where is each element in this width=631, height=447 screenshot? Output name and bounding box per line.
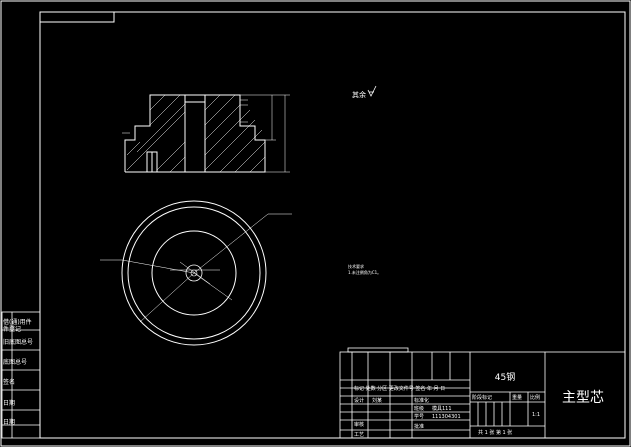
approve-label: 批准 (414, 423, 424, 430)
sheet-info: 共 1 张 第 1 张 (478, 429, 512, 436)
side-strip-label: 日期 (3, 400, 16, 407)
side-strip-label: 借(通)用件 (3, 319, 32, 326)
class-label: 班级 (414, 405, 424, 412)
designer-name: 刘某 (372, 397, 382, 404)
part-name-text: 主型芯 (562, 390, 604, 406)
side-strip-label: 旧底图总号 (3, 339, 34, 346)
class-value: 模具111 (432, 405, 452, 412)
student-id-label: 学号 (414, 413, 424, 420)
title-block (339, 347, 626, 439)
roughness-symbol (367, 85, 377, 97)
top-view (100, 200, 292, 346)
scale-value: 1:1 (532, 412, 540, 418)
code-box (39, 11, 115, 23)
section-view (122, 94, 290, 173)
process-label: 工艺 (354, 432, 364, 438)
tech-req-item: 1.未注倒角为C1。 (348, 269, 381, 275)
standardization-label: 标准化 (414, 397, 429, 404)
weight-label: 重量 (512, 394, 522, 401)
tech-req-title: 技术要求 (348, 263, 364, 269)
inner-frame (39, 11, 626, 439)
side-strip-label: 日期 (3, 419, 16, 426)
student-id-value: 111304301 (432, 414, 461, 420)
side-strip (1, 311, 41, 439)
title-block-header-row: 标记 处数 分区 更改文件号 签名 年 月 日 (354, 385, 445, 392)
side-strip-label: 签名 (3, 379, 16, 386)
designer-label: 设计 (354, 397, 364, 404)
stage-label: 阶段标记 (472, 394, 492, 401)
scale-label: 比例 (530, 394, 540, 401)
side-strip-label: 底图总号 (3, 359, 28, 366)
review-label: 审核 (354, 421, 364, 428)
side-strip-label: 件登记 (3, 326, 22, 333)
roughness-note: 其余 (352, 90, 366, 99)
material-text: 45钢 (495, 371, 515, 383)
